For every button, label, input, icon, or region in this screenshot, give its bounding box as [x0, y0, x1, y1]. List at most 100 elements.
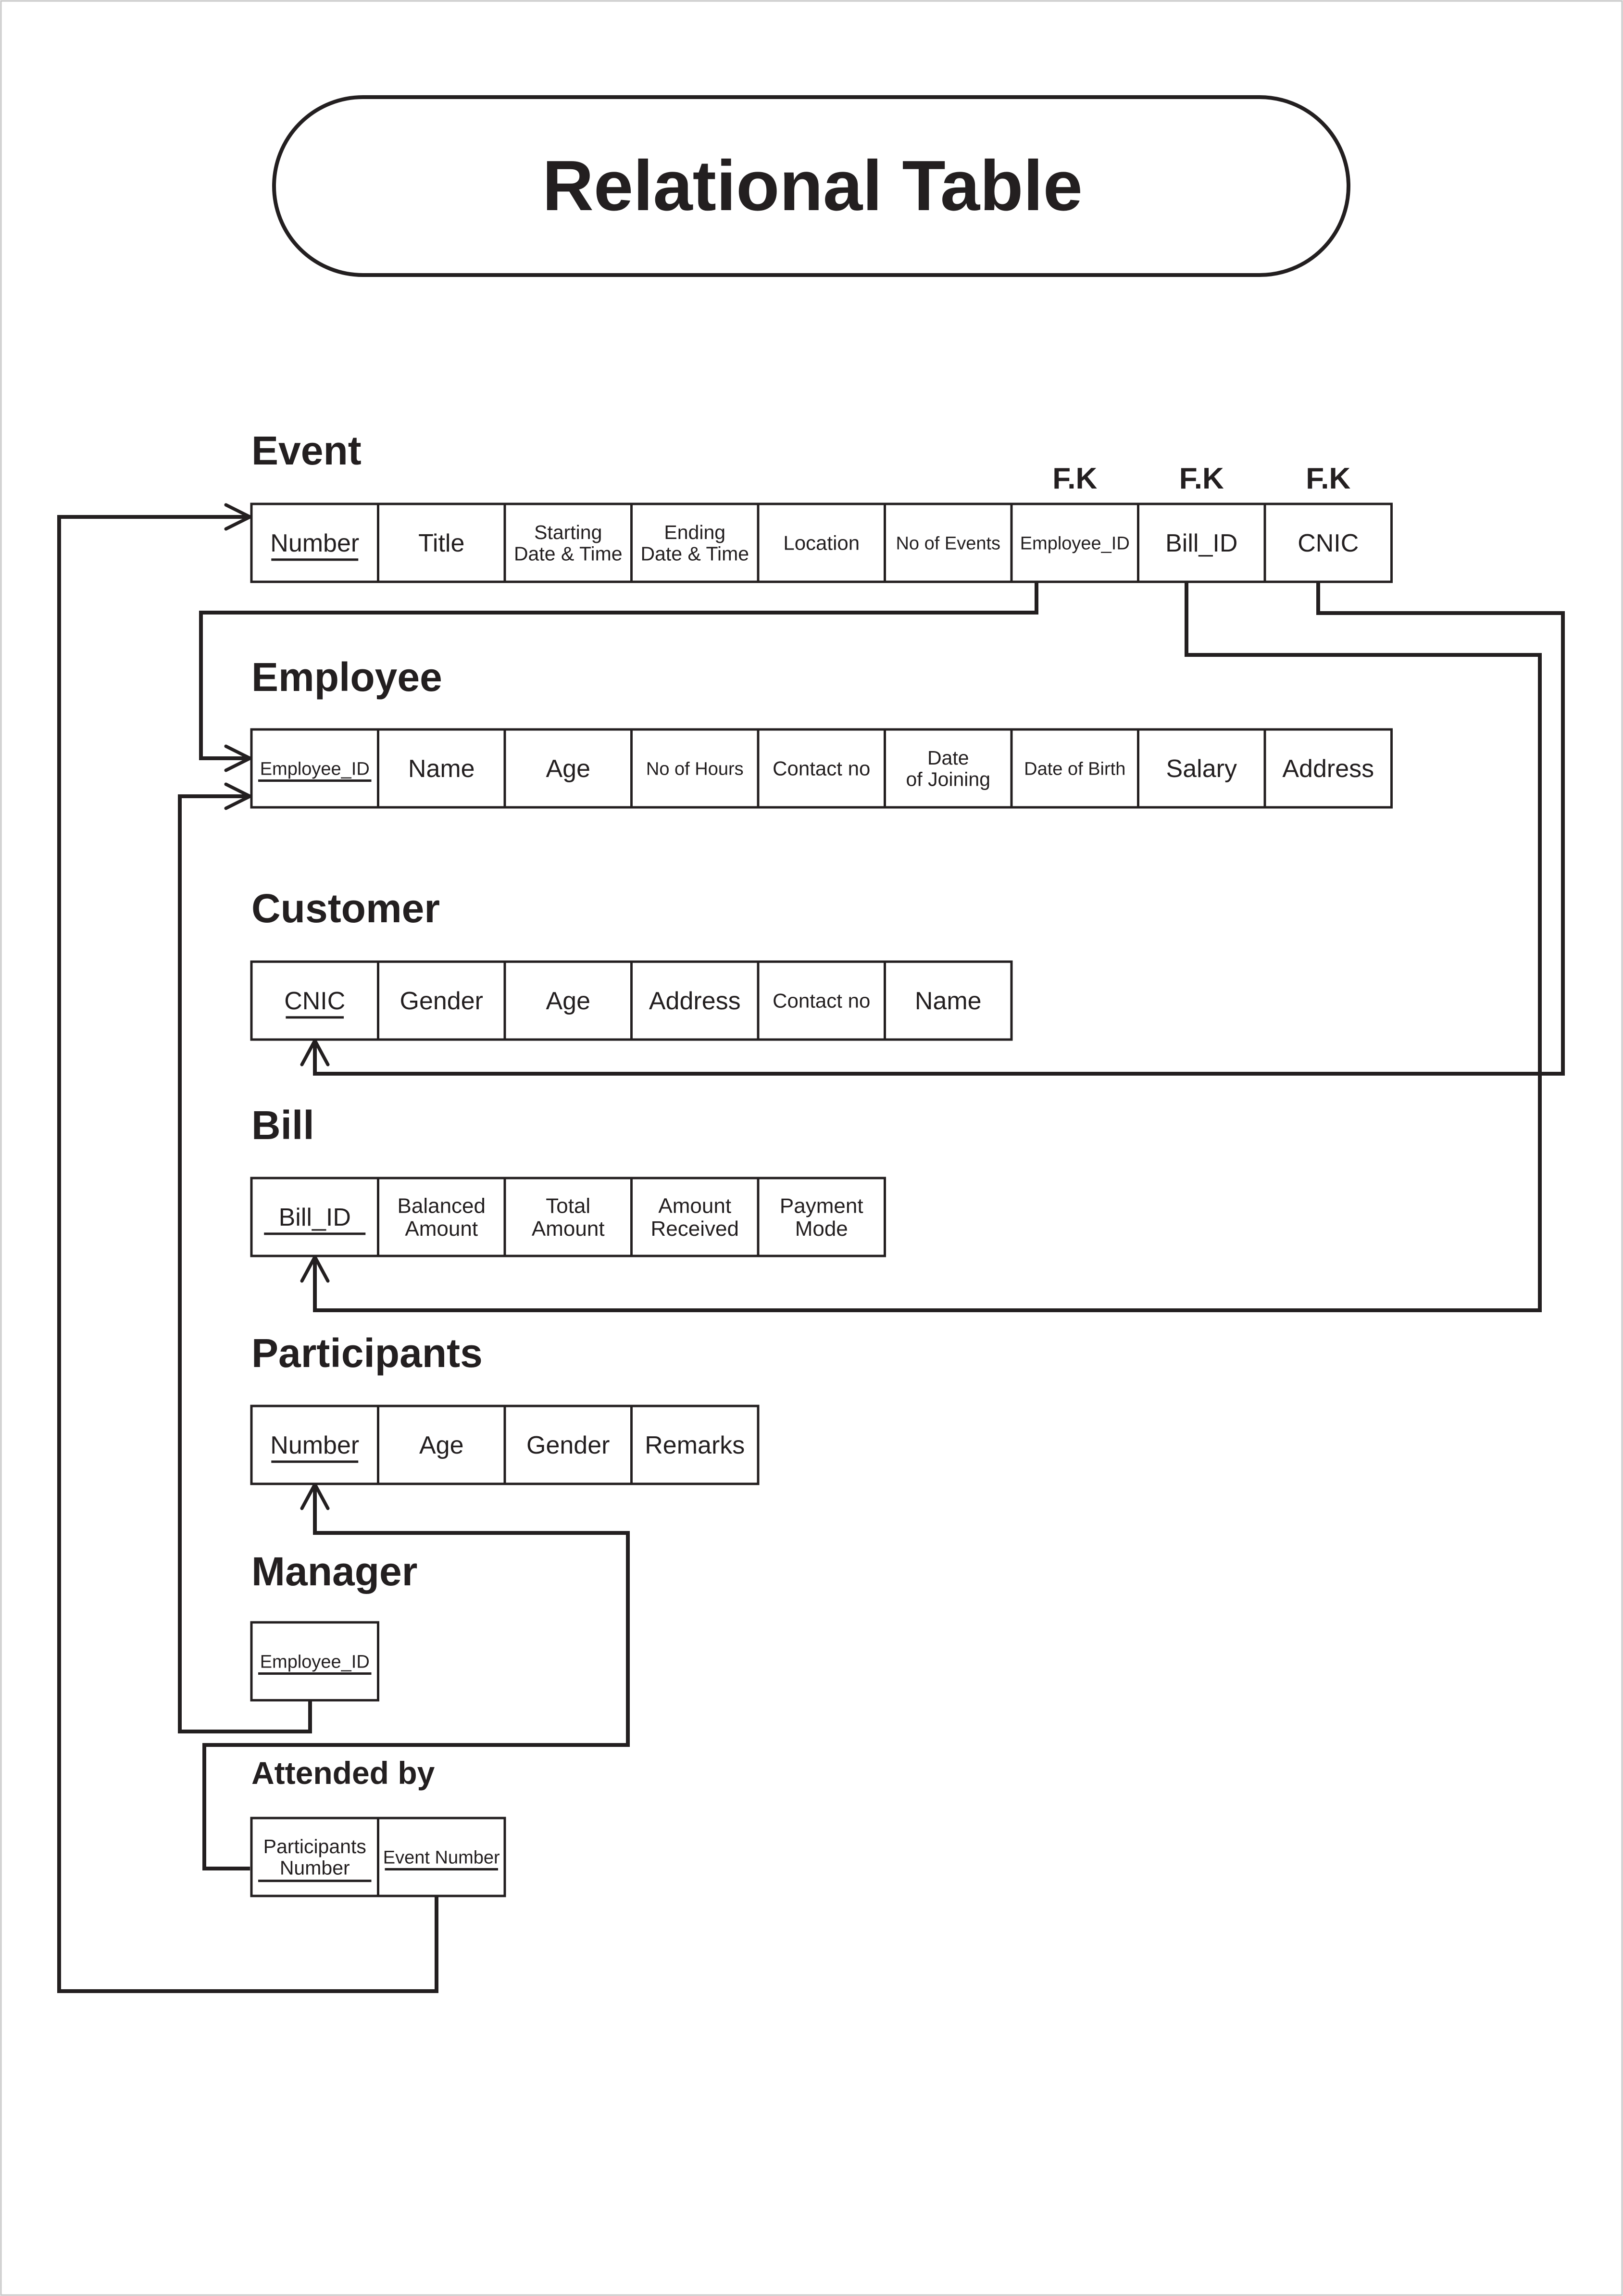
connector-event-customer [313, 582, 1565, 1076]
cell-border [630, 502, 760, 583]
column-cell-attended-by-event-number: Event Number [377, 1817, 506, 1897]
column-label-line: Age [419, 1431, 464, 1459]
column-label: Employee_ID [1020, 533, 1130, 553]
column-label-line: of Joining [906, 768, 990, 790]
column-label-line: Address [649, 987, 741, 1015]
column-label-line: Date & Time [514, 542, 623, 565]
column-label-line: Age [546, 987, 590, 1015]
table-name-participants: Participants [251, 1330, 483, 1376]
connector-event-bill [313, 582, 1542, 1312]
column-cell-bill-bill-id: Bill_ID [250, 1177, 379, 1257]
foreign-key-label: F.K [1306, 462, 1350, 495]
column-label: Title [418, 529, 464, 557]
cell-border [250, 502, 379, 583]
column-label-line: Title [418, 529, 464, 557]
arrowhead-event [224, 503, 252, 531]
column-label: Salary [1166, 755, 1237, 783]
cell-border [503, 960, 633, 1041]
column-label: Address [649, 987, 741, 1015]
column-label-line: Number [280, 1857, 350, 1879]
cell-border [884, 728, 1013, 809]
column-label-line: Amount [658, 1194, 731, 1218]
column-cell-event-bill-id: Bill_ID F.K [1137, 462, 1266, 583]
cell-border [250, 1621, 379, 1702]
table-name-manager: Manager [251, 1549, 417, 1594]
connector-attended-participants [202, 1484, 630, 1870]
column-label: Age [419, 1431, 464, 1459]
column-label: Date of Birth [1024, 759, 1125, 779]
column-cell-employee-contact-no: Contact no [757, 728, 886, 809]
column-label-line: Date [927, 747, 969, 769]
cell-border [377, 1817, 506, 1897]
title-pill [272, 95, 1350, 277]
column-label-line: Contact no [773, 757, 870, 780]
cell-border [503, 502, 633, 583]
column-label-line: No of Hours [646, 759, 744, 779]
cell-border [377, 1405, 506, 1485]
column-label: Location [783, 532, 860, 554]
cell-border [884, 502, 1013, 583]
cell-border [1137, 502, 1266, 583]
column-label-line: Name [915, 987, 982, 1015]
column-cell-event-title: Title [377, 502, 506, 583]
column-label-line: Amount [532, 1217, 605, 1241]
column-label-line: Contact no [773, 990, 870, 1012]
column-label: Age [546, 987, 590, 1015]
column-label: Age [546, 755, 590, 783]
column-cell-employee-salary: Salary [1137, 728, 1266, 809]
column-label: Employee_ID [260, 1652, 370, 1672]
column-label-line: Location [783, 532, 860, 554]
column-label: Gender [526, 1431, 610, 1459]
column-label: Event Number [383, 1847, 500, 1868]
column-cell-event-no-of-events: No of Events [884, 502, 1013, 583]
column-cell-employee-age: Age [503, 728, 633, 809]
cell-border [757, 1177, 886, 1257]
column-label: Bill_ID [1165, 529, 1237, 557]
column-label-line: Gender [526, 1431, 610, 1459]
connector-manager-employee [178, 794, 312, 1733]
column-label-line: Received [651, 1217, 739, 1241]
column-label-line: Name [408, 755, 475, 783]
column-label-line: Number [270, 529, 359, 557]
column-label-line: Participants [263, 1835, 366, 1857]
column-label: CNIC [284, 987, 345, 1015]
column-label-line: Balanced [398, 1194, 486, 1218]
column-label-line: Payment [780, 1194, 863, 1218]
cell-border [377, 1177, 506, 1257]
cell-border [377, 502, 506, 583]
cell-border [503, 1405, 633, 1485]
column-cell-manager-employee-id: Employee_ID [250, 1621, 379, 1702]
connector-attended-event [57, 515, 438, 1993]
column-label: CNIC [1298, 529, 1359, 557]
cell-border [250, 1405, 379, 1485]
cell-border [377, 960, 506, 1041]
column-cell-employee-date-of-birth: Date of Birth [1010, 728, 1139, 809]
column-label: Name [915, 987, 982, 1015]
cell-border [630, 1177, 760, 1257]
foreign-key-label: F.K [1179, 462, 1224, 495]
column-label-line: Age [546, 755, 590, 783]
cell-border [630, 728, 760, 809]
cell-border [250, 960, 379, 1041]
column-label-line: Bill_ID [279, 1204, 351, 1231]
column-cell-customer-age: Age [503, 960, 633, 1041]
column-label-line: Employee_ID [260, 759, 370, 779]
column-label-line: Total [546, 1194, 590, 1218]
column-cell-participants-remarks: Remarks [630, 1405, 760, 1485]
column-cell-event-employee-id: Employee_IDF.K [1010, 462, 1139, 583]
column-cell-employee-address: Address [1263, 728, 1393, 809]
